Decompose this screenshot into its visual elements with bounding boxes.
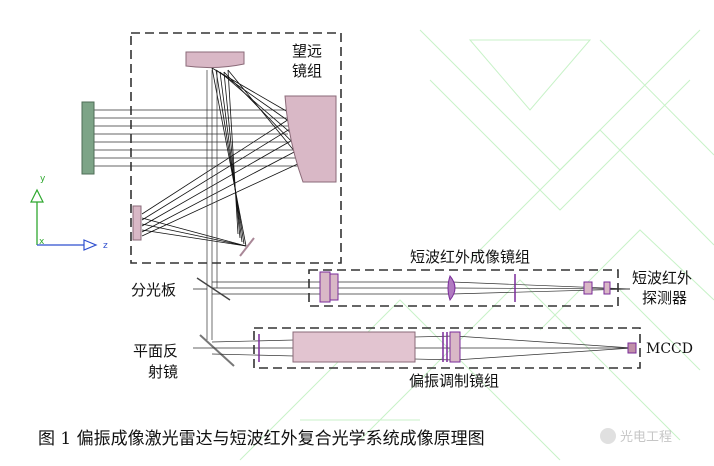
wechat-icon xyxy=(600,428,616,444)
polarization-group-label: 偏振调制镜组 xyxy=(409,372,499,390)
x-axis-label: x xyxy=(39,237,45,247)
tertiary-mirror xyxy=(132,205,142,241)
primary-to-secondary-rays xyxy=(211,67,301,247)
y-axis-label: y xyxy=(40,174,46,184)
polarization-path-rays xyxy=(211,335,633,361)
telescope-label-line2: 镜组 xyxy=(292,62,322,80)
telescope-label-line1: 望远 xyxy=(292,42,322,60)
input-beam-rays xyxy=(92,109,302,167)
pol-lens xyxy=(449,331,461,363)
mccd-label: MCCD xyxy=(646,341,693,357)
flat-mirror xyxy=(199,334,235,367)
telescope-group-box xyxy=(130,32,342,264)
background-pattern xyxy=(239,29,714,461)
secondary-mirror xyxy=(185,51,245,69)
coordinate-axes: y x z xyxy=(30,174,108,251)
fold-mirror xyxy=(239,237,255,257)
polarization-elements xyxy=(258,331,637,363)
down-beam-rays xyxy=(206,70,218,340)
z-axis-label: z xyxy=(103,241,108,251)
z-axis-arrow xyxy=(83,239,98,251)
beam-splitter xyxy=(196,277,231,301)
figure-caption: 图 1 偏振成像激光雷达与短波红外复合光学系统成像原理图 xyxy=(38,429,485,449)
swir-lens-1 xyxy=(319,271,331,303)
swir-lenses xyxy=(319,271,611,303)
primary-mirror xyxy=(284,95,337,183)
fold-fan-rays xyxy=(141,111,303,247)
watermark-text: 光电工程 xyxy=(620,430,672,445)
swir-lens-5 xyxy=(603,281,611,295)
flat-mirror-label-line1: 平面反 xyxy=(133,342,178,360)
swir-imaging-label: 短波红外成像镜组 xyxy=(410,248,530,266)
beam-splitter-label: 分光板 xyxy=(131,281,176,299)
watermark: 光电工程 xyxy=(600,428,672,445)
pol-crystal xyxy=(292,331,416,363)
flat-mirror-label-line2: 射镜 xyxy=(148,363,178,381)
swir-lens-2 xyxy=(329,273,339,301)
input-window xyxy=(81,101,95,175)
swir-detector-label-line2: 探测器 xyxy=(642,289,687,307)
swir-path-rays xyxy=(212,281,631,295)
mccd-sensor xyxy=(627,342,637,354)
y-axis-arrow xyxy=(30,188,44,203)
swir-lens-3 xyxy=(447,274,456,302)
swir-lens-4 xyxy=(583,281,593,295)
swir-detector-label-line1: 短波红外 xyxy=(632,269,692,287)
